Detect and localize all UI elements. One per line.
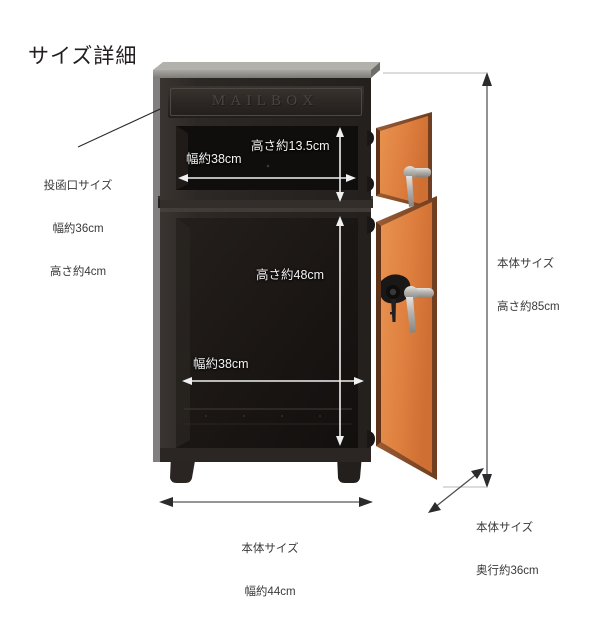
mailbox-top-cap (153, 62, 380, 78)
slot-callout-width: 幅約36cm (52, 222, 104, 235)
body-width-value: 幅約44cm (244, 585, 296, 598)
svg-text:MAILBOX: MAILBOX (212, 93, 318, 109)
svg-text:MAILBOX: MAILBOX (213, 94, 319, 110)
slot-callout-title: 投函口サイズ (43, 179, 113, 192)
slot-size-callout: 投函口サイズ 幅約36cm 高さ約4cm (22, 150, 134, 308)
size-detail-diagram: MAILBOX MAILBOX (22, 45, 560, 598)
body-width-title: 本体サイズ (241, 542, 299, 555)
body-height-callout: 本体サイズ 高さ約85cm (497, 228, 560, 343)
mail-slot-flap: MAILBOX MAILBOX (168, 86, 364, 118)
arrow-body-width (159, 497, 373, 507)
page-title: サイズ詳細 (28, 45, 138, 68)
lower-width-dimension-label: 幅約38cm (193, 357, 249, 371)
body-width-callout: 本体サイズ 幅約44cm (207, 513, 333, 628)
upper-door-handle (403, 166, 431, 207)
upper-door-open (376, 112, 432, 210)
lower-height-dimension-label: 高さ約48cm (256, 268, 325, 282)
slot-callout-height: 高さ約4cm (49, 266, 107, 278)
mailbox-body: MAILBOX MAILBOX (153, 62, 380, 483)
arrow-body-depth (428, 468, 484, 513)
body-height-title: 本体サイズ (497, 257, 555, 270)
upper-width-dimension-label: 幅約38cm (186, 152, 242, 166)
arrow-lower-width (182, 377, 364, 385)
upper-height-dimension-label: 高さ約13.5cm (251, 139, 330, 153)
lower-door-hinges (367, 216, 375, 448)
dimension-arrows (159, 72, 492, 513)
upper-door-hinges (367, 130, 374, 192)
lower-door-open (376, 196, 437, 480)
body-depth-value: 奥行約36cm (476, 564, 539, 577)
arrow-upper-width (178, 174, 356, 182)
arrow-body-height (482, 72, 492, 488)
door-lock-with-key (381, 274, 411, 322)
mailbox-illustration: MAILBOX MAILBOX (77, 62, 492, 513)
body-depth-title: 本体サイズ (476, 521, 534, 534)
arrow-upper-height (336, 127, 344, 202)
body-depth-callout: 本体サイズ 奥行約36cm (476, 492, 539, 607)
height-guide-lines (383, 72, 487, 488)
lower-door-handle (404, 286, 434, 333)
arrow-lower-height (336, 216, 344, 446)
body-height-value: 高さ約85cm (497, 300, 560, 313)
